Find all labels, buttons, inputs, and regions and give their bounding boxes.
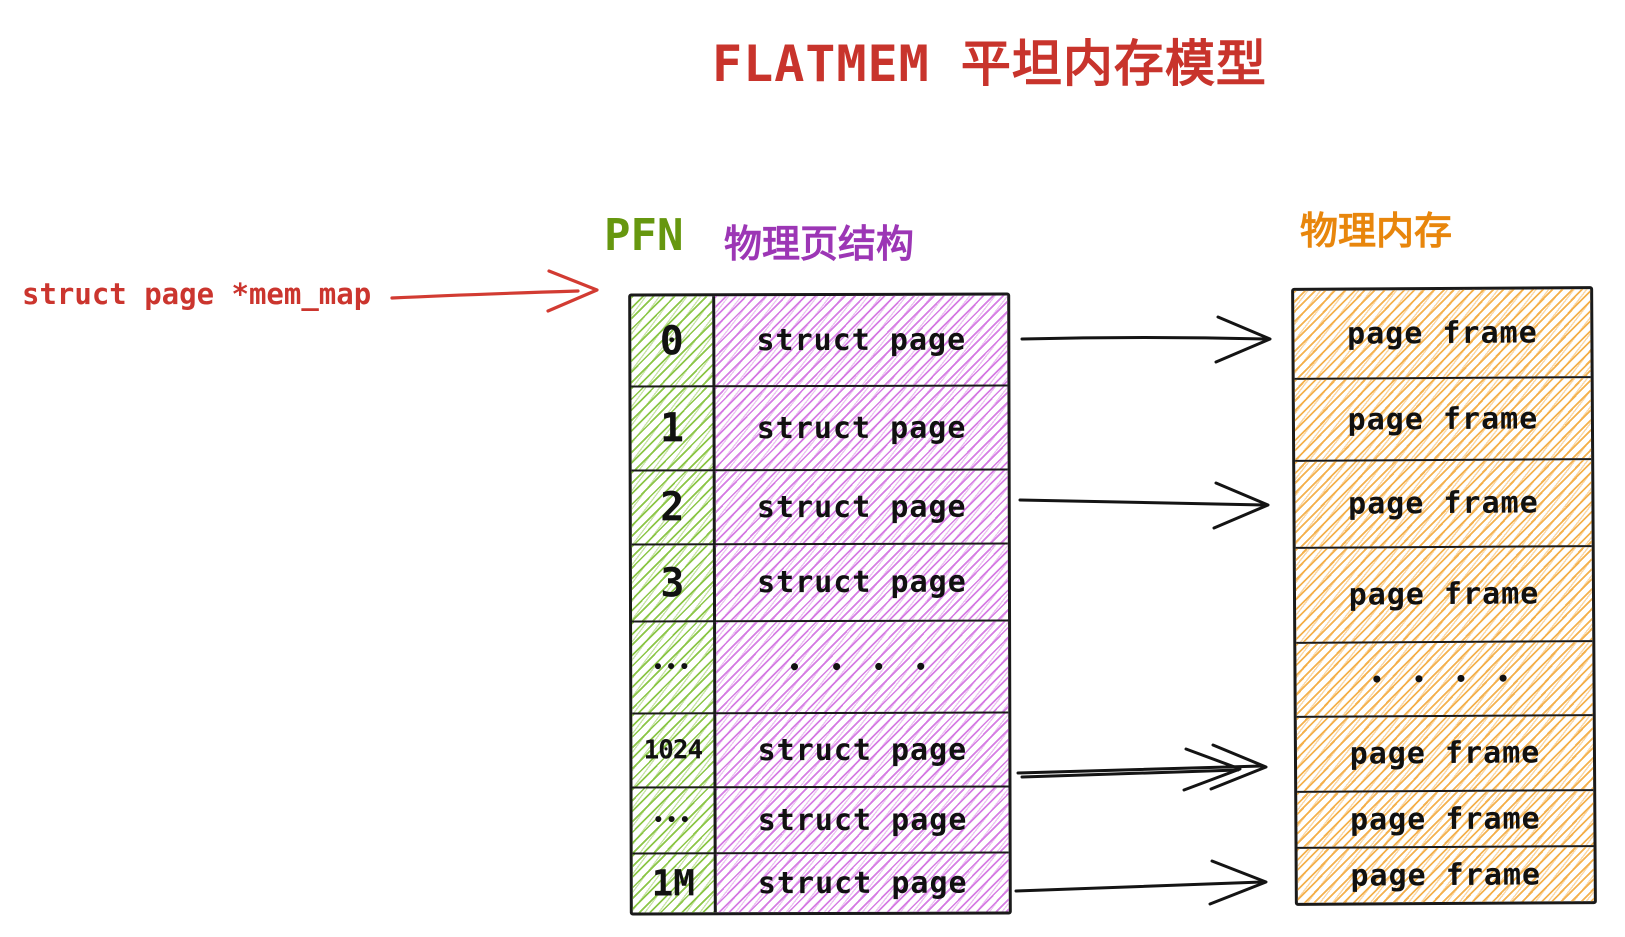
mem-map-table: 0 struct page 1 struct page 2 struct pag… <box>628 292 1012 916</box>
struct-page-label: struct page <box>756 489 967 525</box>
pfn-value: ••• <box>653 810 693 831</box>
pfn-value: 1M <box>651 862 695 904</box>
pfn-cell-1: 1 <box>631 387 716 472</box>
page-frame-label: page frame <box>1346 315 1538 352</box>
mem-map-arrow <box>390 269 599 313</box>
pfn-cell-ellipsis-2: ••• <box>632 788 717 855</box>
arrow-row2-to-frame <box>1018 481 1270 530</box>
pfn-cell-1m: 1M <box>632 854 717 913</box>
pfn-cell-3: 3 <box>631 545 717 623</box>
page-frame-label: page frame <box>1350 856 1542 894</box>
page-frame-cell-5: page frame <box>1296 716 1594 793</box>
page-frame-cell-ellipsis: • • • • <box>1296 642 1593 718</box>
struct-page-label: struct page <box>756 410 967 446</box>
phys-mem-column-header: 物理内存 <box>1300 209 1453 253</box>
page-frame-label: page frame <box>1349 735 1541 772</box>
struct-page-cell-3: struct page <box>715 544 1009 623</box>
pfn-cell-2: 2 <box>631 471 716 546</box>
struct-page-label: struct page <box>757 564 967 601</box>
arrow-row0-to-frame <box>1020 315 1272 364</box>
struct-page-cell-ellipsis: • • • • <box>716 621 1009 715</box>
struct-page-label: struct page <box>757 802 968 838</box>
pfn-cell-1024: 1024 <box>632 714 717 789</box>
page-frame-cell-6: page frame <box>1297 791 1594 849</box>
page-struct-column-header: 物理页结构 <box>724 222 915 266</box>
mem-map-pointer-label: struct page *mem_map <box>22 277 372 311</box>
struct-page-cell-2: struct page <box>715 470 1008 546</box>
pfn-value: 0 <box>659 317 684 364</box>
struct-page-cell-1m: struct page <box>716 853 1009 913</box>
page-frame-label: page frame <box>1348 576 1540 613</box>
pfn-cell-0: 0 <box>631 296 716 388</box>
ellipsis-label: • • • • <box>1370 666 1519 692</box>
page-frame-cell-0: page frame <box>1294 289 1591 380</box>
struct-page-cell-1: struct page <box>715 386 1008 472</box>
struct-page-cell-6: struct page <box>716 787 1009 855</box>
struct-page-cell-1024: struct page <box>716 713 1009 789</box>
struct-page-label: struct page <box>756 322 967 359</box>
page-frame-label: page frame <box>1347 400 1539 438</box>
pfn-column-header: PFN <box>604 210 684 261</box>
pfn-cell-ellipsis: ••• <box>632 622 717 715</box>
page-frame-label: page frame <box>1349 800 1541 838</box>
arrow-row1m-to-frame <box>1014 859 1268 906</box>
page-frame-cell-1: page frame <box>1294 378 1592 462</box>
pfn-value: ••• <box>652 657 693 678</box>
page-frame-cell-3: page frame <box>1295 547 1593 644</box>
struct-page-cell-0: struct page <box>715 295 1008 388</box>
page-frame-cell-2: page frame <box>1295 460 1592 549</box>
pfn-value: 3 <box>660 559 685 606</box>
page-frame-cell-7: page frame <box>1297 847 1594 903</box>
phys-mem-table: page frame page frame page frame page fr… <box>1291 286 1597 906</box>
pfn-value: 1024 <box>643 735 703 766</box>
arrow-row1024-to-frame <box>1016 743 1268 792</box>
pfn-value: 2 <box>660 484 685 531</box>
struct-page-label: struct page <box>757 865 968 901</box>
page-frame-label: page frame <box>1348 485 1539 522</box>
struct-page-label: struct page <box>757 732 968 768</box>
pfn-value: 1 <box>659 405 685 452</box>
ellipsis-label: • • • • <box>788 654 936 680</box>
diagram-title: FLATMEM 平坦内存模型 <box>712 35 1267 93</box>
